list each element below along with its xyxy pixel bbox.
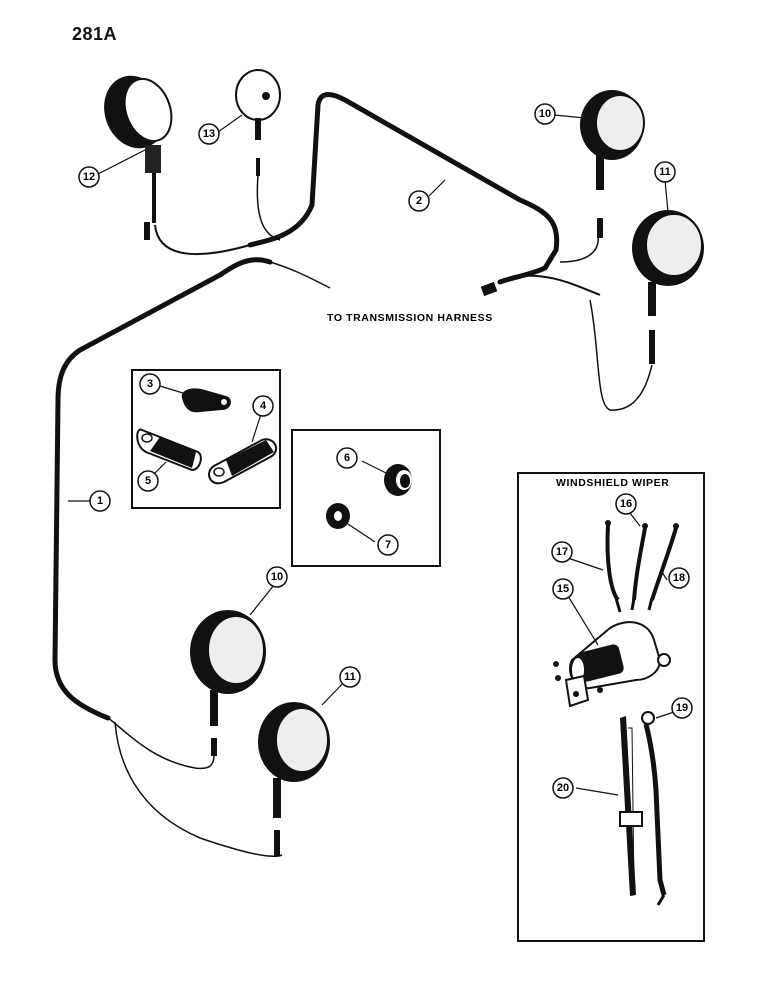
callout-6: 6 xyxy=(336,447,358,469)
wiper-blade-20 xyxy=(619,716,643,896)
callout-10-top: 10 xyxy=(534,103,556,125)
wiper-lead-16 xyxy=(630,523,648,611)
callout-17: 17 xyxy=(551,541,573,563)
work-lamp-10-top xyxy=(580,90,645,238)
windshield-wiper-title: WINDSHIELD WIPER xyxy=(556,477,669,489)
wiper-arm-19 xyxy=(641,711,667,906)
windshield-wiper-box xyxy=(517,472,705,942)
harness-2-branch-lamp-11a xyxy=(589,299,653,411)
callout-13: 13 xyxy=(198,123,220,145)
clip-4 xyxy=(208,438,278,485)
work-lamp-11-bottom xyxy=(258,702,330,856)
callout-15-text: 15 xyxy=(557,583,569,595)
callout-7: 7 xyxy=(377,534,399,556)
callout-5-text: 5 xyxy=(145,475,151,487)
callout-19: 19 xyxy=(671,697,693,719)
callout-17-text: 17 xyxy=(556,546,568,558)
page-number: 281A xyxy=(72,24,118,44)
clip-5 xyxy=(136,428,202,472)
callout-2-text: 2 xyxy=(416,195,422,207)
callout-1: 1 xyxy=(89,490,111,512)
callout-13-text: 13 xyxy=(203,128,215,140)
harness-2-branch-right xyxy=(509,274,601,296)
callout-12: 12 xyxy=(78,166,100,188)
harness-2-branch-lamp-13 xyxy=(256,174,281,241)
callout-1-text: 1 xyxy=(97,495,103,507)
callout-7-text: 7 xyxy=(385,539,391,551)
callout-4-text: 4 xyxy=(260,400,267,412)
callout-3: 3 xyxy=(139,373,161,395)
harness-2 xyxy=(247,92,560,285)
callout-10-bottom: 10 xyxy=(266,566,288,588)
callout-11-bottom-text: 11 xyxy=(344,671,356,683)
callout-2: 2 xyxy=(408,190,430,212)
callout-11-top: 11 xyxy=(654,161,676,183)
harness-1-end-wire xyxy=(269,261,331,289)
callout-18-text: 18 xyxy=(673,572,685,584)
grommets-inset-box xyxy=(291,429,441,567)
clip-3 xyxy=(181,388,231,413)
wiper-lead-17 xyxy=(605,520,622,613)
callout-16-text: 16 xyxy=(620,498,632,510)
work-lamp-11-top xyxy=(632,210,704,364)
harness-1 xyxy=(52,257,273,721)
callout-5: 5 xyxy=(137,470,159,492)
callout-12-text: 12 xyxy=(83,171,95,183)
callout-10-bottom-text: 10 xyxy=(271,571,283,583)
callout-4: 4 xyxy=(252,395,274,417)
callout-18: 18 xyxy=(668,567,690,589)
flood-lamp-13 xyxy=(235,69,281,176)
callout-3-text: 3 xyxy=(147,378,153,390)
work-lamp-10-bottom xyxy=(190,610,266,756)
callout-20-text: 20 xyxy=(557,782,569,794)
grommet-6 xyxy=(384,464,412,496)
transmission-harness-label: TO TRANSMISSION HARNESS xyxy=(327,312,493,324)
clips-inset-box xyxy=(131,369,281,509)
callout-10-top-text: 10 xyxy=(539,108,551,120)
harness-1-branch-lamp-10b xyxy=(107,717,215,770)
transmission-connector xyxy=(480,281,498,297)
callout-6-text: 6 xyxy=(344,452,350,464)
callout-16: 16 xyxy=(615,493,637,515)
callout-11-bottom: 11 xyxy=(339,666,361,688)
callout-15: 15 xyxy=(552,578,574,600)
flood-lamp-12 xyxy=(104,75,173,240)
wiper-motor-15 xyxy=(553,621,671,708)
callout-20: 20 xyxy=(552,777,574,799)
callout-19-text: 19 xyxy=(676,702,688,714)
grommet-7 xyxy=(326,503,350,529)
harness-2-branch-lamp-12 xyxy=(154,224,251,256)
harness-2-branch-lamp-10a xyxy=(559,234,599,263)
callout-11-top-text: 11 xyxy=(659,166,671,178)
harness-1-branch-lamp-11b xyxy=(114,721,283,858)
wiper-lead-18 xyxy=(647,523,679,611)
